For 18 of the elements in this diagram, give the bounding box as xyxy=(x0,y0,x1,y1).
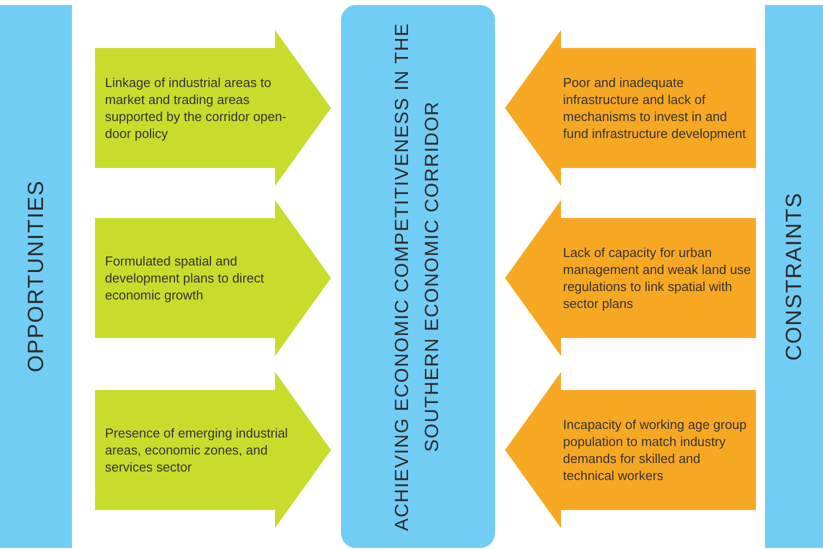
center-panel xyxy=(341,5,495,548)
arrow-text: Lack of capacity for urban management and weak land use regulations to link spatial with sector plans xyxy=(563,244,751,312)
left-arrow-shape xyxy=(505,372,756,528)
band-label: CONSTRAINTS xyxy=(781,192,807,361)
band-label: OPPORTUNITIES xyxy=(23,180,49,373)
right-arrow-shape xyxy=(95,372,331,528)
arrow-text: Incapacity of working age group population to match industry demands for skilled and technical workers xyxy=(563,416,748,484)
arrow-text: Presence of emerging industrial areas, economic zones, and services sector xyxy=(105,424,289,476)
arrow-text: Linkage of industrial areas to market and trading areas supported by the corridor open-door policy xyxy=(105,74,288,142)
arrow-text: Formulated spatial and development plans to direct economic growth xyxy=(105,252,265,304)
left-arrow-shape xyxy=(505,30,756,186)
right-arrow-shape xyxy=(95,200,331,356)
left-arrow-shape xyxy=(505,200,756,356)
right-arrow-shape xyxy=(95,30,331,186)
side-band xyxy=(0,5,72,548)
side-band xyxy=(765,5,823,548)
center-title: ACHIEVING ECONOMIC COMPETITIVENESS IN THE SOUTHERN ECONOMIC CORRIDOR xyxy=(391,21,444,533)
arrow-text: Poor and inadequate infrastructure and lack of mechanisms to invest in and fund infrastructure development xyxy=(563,74,747,142)
